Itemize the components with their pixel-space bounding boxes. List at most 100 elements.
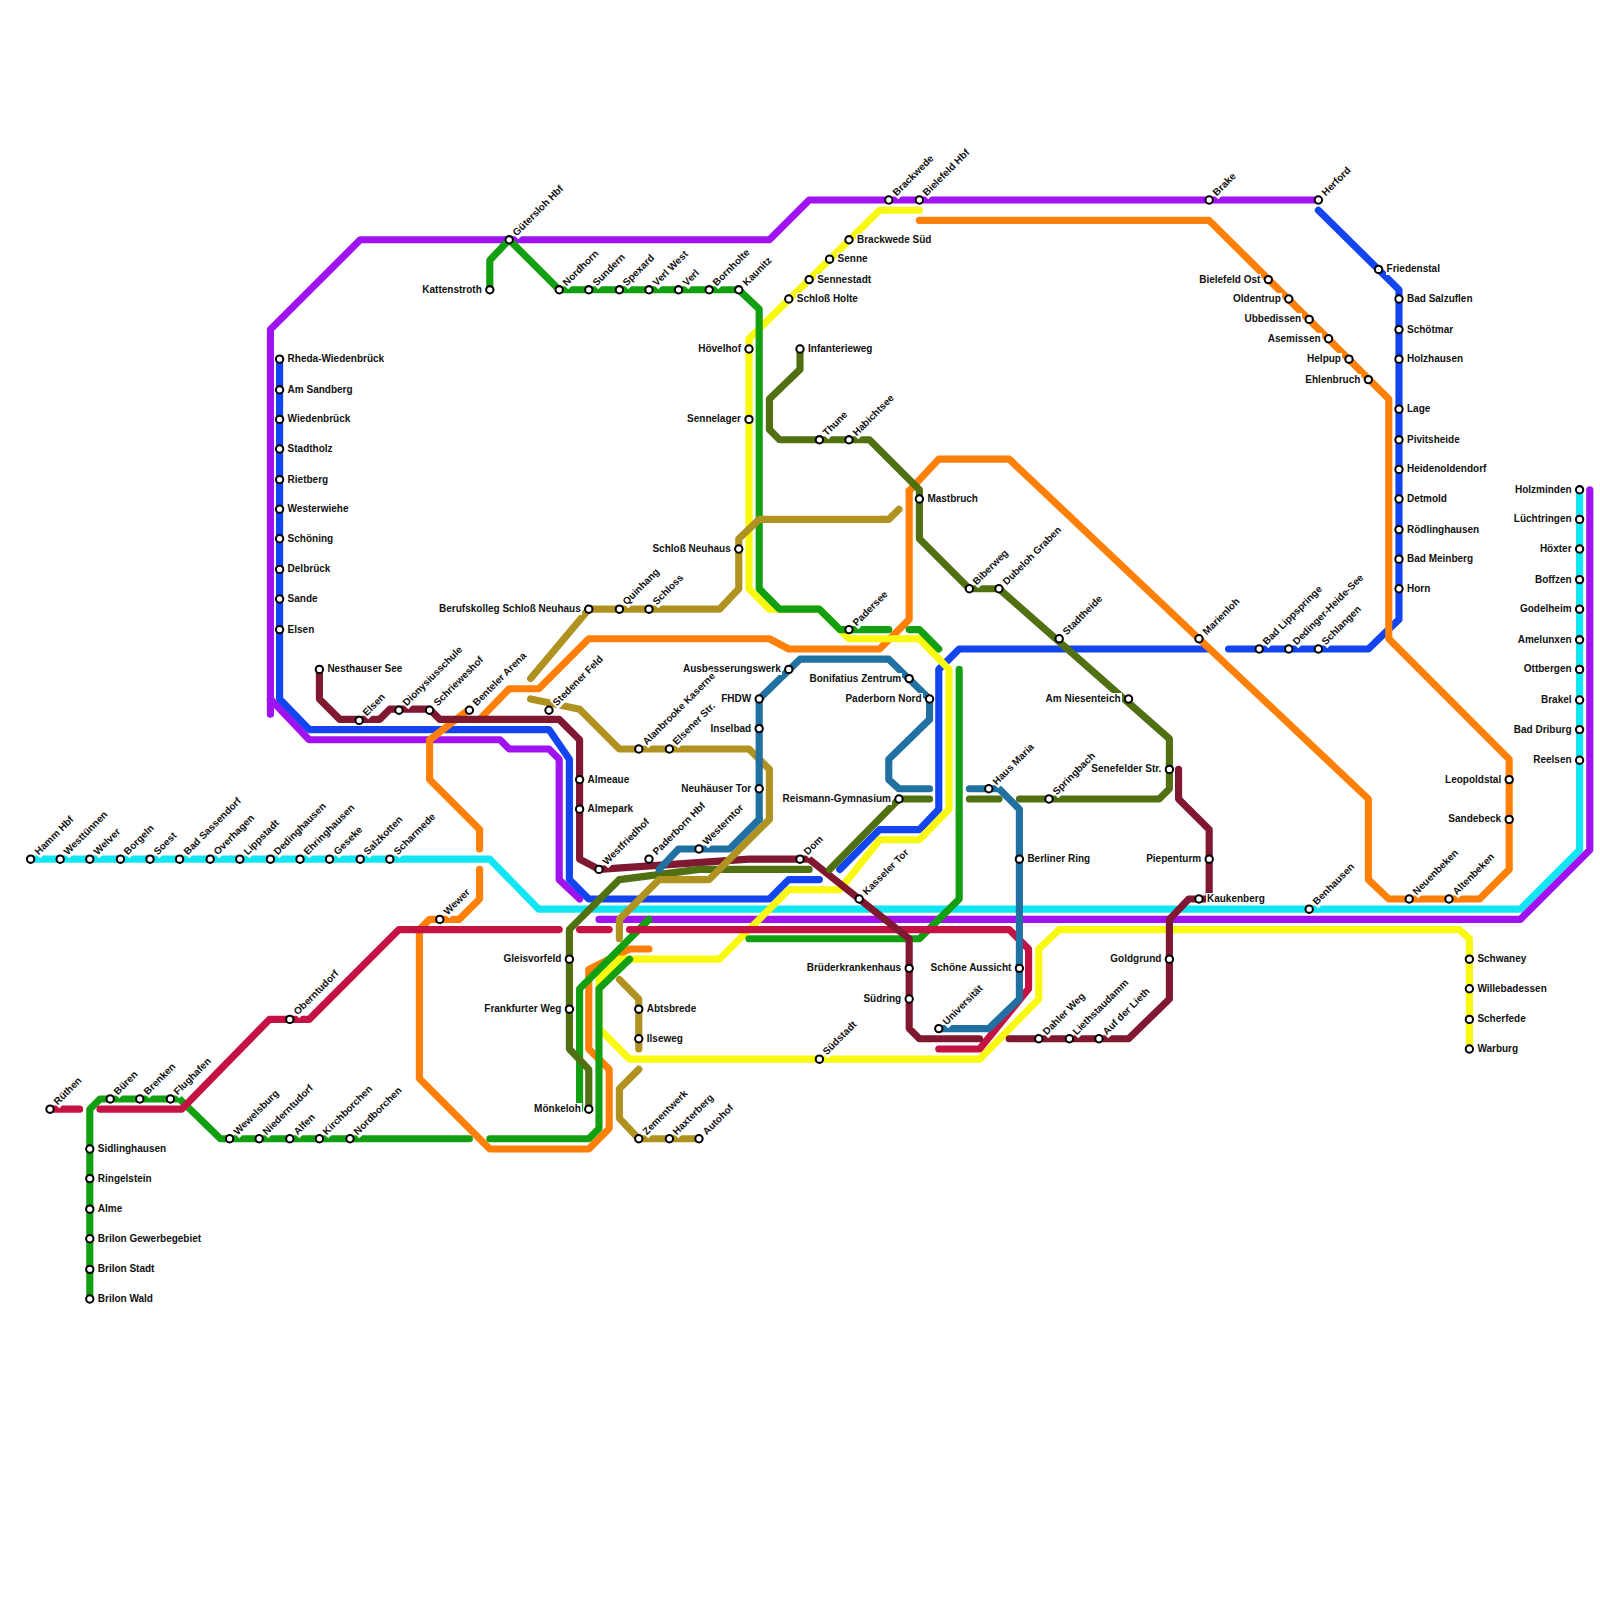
station-name: Senefelder Str. — [1090, 763, 1162, 775]
station-name: Marienloh — [1200, 595, 1243, 638]
orange-line — [430, 709, 480, 849]
station-name: Kaukenberg — [1206, 893, 1266, 905]
station-dot — [666, 1135, 673, 1142]
station-dot — [1166, 956, 1173, 963]
station-name: Sande — [287, 593, 319, 605]
station-name: Bonifatius Zentrum — [809, 673, 903, 685]
station-dot — [107, 1095, 114, 1102]
station-dot — [1576, 696, 1583, 703]
station-dot — [436, 916, 443, 923]
station-dot — [916, 196, 923, 203]
station-name: Padersee — [850, 587, 891, 628]
station-dot — [1576, 486, 1583, 493]
station-dot — [785, 666, 792, 673]
station-name: Schöning — [287, 533, 335, 545]
station-dot — [86, 1145, 93, 1152]
station-name: Soest — [151, 829, 180, 858]
station-name: Brake — [1210, 170, 1240, 200]
station-dot — [226, 1135, 233, 1142]
station-dot — [1576, 545, 1583, 552]
station-name: Herford — [1319, 164, 1354, 199]
station-dot — [27, 856, 34, 863]
station-dot — [506, 236, 513, 243]
station-name: Brilon Wald — [97, 1293, 154, 1305]
station-dot — [926, 695, 933, 702]
station-name: Sandebeck — [1447, 813, 1502, 825]
station-name: Scherfede — [1476, 1013, 1526, 1025]
station-dot — [806, 276, 813, 283]
station-dot — [276, 416, 283, 423]
station-dot — [616, 606, 623, 613]
station-dot — [545, 707, 552, 714]
olive-line — [569, 869, 809, 1109]
station-name: Delbrück — [287, 563, 332, 575]
station-dot — [46, 1106, 53, 1113]
station-dot — [466, 707, 473, 714]
station-dot — [756, 785, 763, 792]
station-dot — [316, 1135, 323, 1142]
gold-line — [531, 509, 899, 678]
station-dot — [1166, 766, 1173, 773]
station-dot — [346, 1135, 353, 1142]
station-dot — [276, 476, 283, 483]
station-name: Stadtheide — [1060, 592, 1106, 638]
station-name: Horn — [1406, 583, 1431, 595]
station-name: Schwaney — [1476, 953, 1527, 965]
station-name: Mönkeloh — [533, 1103, 582, 1115]
station-name: Helpup — [1306, 353, 1342, 365]
station-dot — [207, 856, 214, 863]
station-name: Am Sandberg — [287, 384, 354, 396]
station-name: Stadtholz — [287, 443, 334, 455]
station-dot — [86, 1206, 93, 1213]
station-dot — [1576, 666, 1583, 673]
station-dot — [276, 626, 283, 633]
station-dot — [845, 626, 852, 633]
green-line — [490, 240, 889, 630]
station-dot — [1576, 757, 1583, 764]
station-dot — [1056, 635, 1063, 642]
station-dot — [276, 356, 283, 363]
station-dot — [1195, 895, 1202, 902]
station-name: Bielefeld Ost — [1198, 274, 1261, 286]
station-dot — [695, 1135, 702, 1142]
station-name: Piepenturm — [1145, 853, 1202, 865]
station-dot — [885, 196, 892, 203]
station-dot — [1365, 376, 1372, 383]
cyan-line — [31, 490, 1580, 909]
yellow-line — [599, 210, 1469, 1059]
station-dot — [86, 1266, 93, 1273]
station-dot — [57, 856, 64, 863]
station-name: Borgeln — [121, 822, 158, 859]
station-dot — [1256, 645, 1263, 652]
station-dot — [995, 585, 1002, 592]
station-dot — [146, 856, 153, 863]
station-name: Habichtsee — [850, 391, 898, 439]
station-dot — [1315, 645, 1322, 652]
station-name: Ilseweg — [646, 1033, 684, 1045]
station-dot — [1095, 1035, 1102, 1042]
station-name: Ubbedissen — [1243, 313, 1302, 325]
station-dot — [785, 295, 792, 302]
station-name: Almepark — [587, 803, 635, 815]
station-dot — [276, 566, 283, 573]
station-dot — [1066, 1035, 1073, 1042]
station-name: Bad Meinberg — [1406, 553, 1474, 565]
station-dot — [1395, 585, 1402, 592]
station-name: Friedenstal — [1386, 263, 1441, 275]
station-dot — [1506, 816, 1513, 823]
station-dot — [1506, 776, 1513, 783]
station-dot — [595, 866, 602, 873]
station-dot — [856, 895, 863, 902]
station-dot — [286, 1135, 293, 1142]
station-name: Alfen — [291, 1110, 319, 1138]
station-dot — [1466, 1016, 1473, 1023]
station-dot — [1345, 356, 1352, 363]
station-name: Höxter — [1539, 543, 1573, 555]
station-dot — [1125, 695, 1132, 702]
station-dot — [1395, 556, 1402, 563]
station-dot — [756, 695, 763, 702]
station-dot — [1395, 466, 1402, 473]
maroon-line — [1009, 769, 1209, 1038]
station-dot — [1576, 606, 1583, 613]
station-name: Hövelhof — [697, 343, 742, 355]
